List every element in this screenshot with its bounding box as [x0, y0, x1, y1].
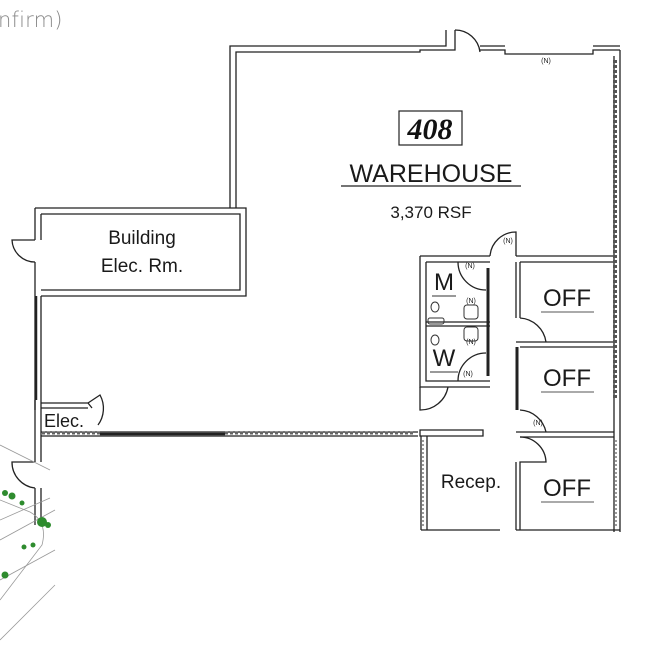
room-label-womens: W: [433, 345, 456, 372]
room-label-reception: Recep.: [441, 472, 501, 493]
door-swing-top: [454, 29, 481, 53]
door-swing-elec: [87, 394, 105, 426]
door-swing-mens: [457, 261, 487, 291]
tree-icons: [1, 490, 51, 579]
wall-outer-top-left: [229, 30, 447, 208]
room-label-building-elec-line1: Building: [108, 228, 176, 249]
room-label-office-3: OFF: [543, 475, 591, 502]
room-label-office-2: OFF: [543, 365, 591, 392]
new-marker: (N): [503, 238, 513, 245]
building-elec-room-outer: [35, 207, 247, 297]
door-swing-restroom-entry: [489, 231, 517, 257]
room-label-elec: Elec.: [44, 411, 84, 431]
room-label-mens: M: [434, 269, 454, 296]
unit-number-box: [398, 110, 463, 146]
site-landscape: [0, 444, 56, 641]
space-name: WAREHOUSE: [350, 160, 513, 188]
wall-top-right: [480, 49, 620, 55]
partial-note-text: nfirm): [0, 8, 63, 32]
room-label-office-1: OFF: [543, 285, 591, 312]
space-area: 3,370 RSF: [390, 203, 471, 222]
unit-number: 408: [407, 113, 453, 146]
new-marker: (N): [466, 298, 476, 305]
new-marker: (N): [541, 58, 551, 65]
new-marker: (N): [533, 420, 543, 427]
room-label-building-elec-line2: Elec. Rm.: [101, 256, 183, 277]
door-swing-womens: [457, 352, 487, 382]
wall-inner-top-left: [235, 30, 456, 208]
new-marker: (N): [465, 263, 475, 270]
new-marker: (N): [466, 339, 476, 346]
new-marker: (N): [463, 371, 473, 378]
door-swing-elec-room: [11, 239, 36, 263]
